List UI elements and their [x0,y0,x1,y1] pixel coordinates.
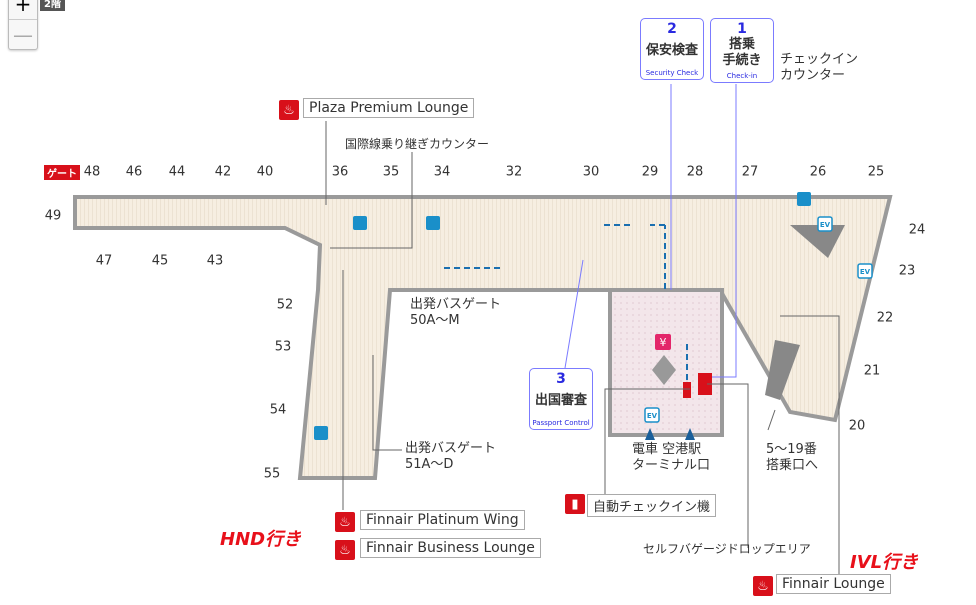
step-number: 3 [556,371,566,387]
diamond-block [652,355,676,385]
gate-label[interactable]: 52 [276,297,294,313]
step-number: 2 [667,21,677,37]
kiosk-area [683,382,691,398]
elevator-icons [644,216,873,423]
zoom-in-button[interactable]: + [9,0,37,20]
concourse-floor [73,195,893,480]
gate-label[interactable]: 25 [867,164,885,180]
lounge-icon: ♨ [753,576,773,596]
step-subtitle: Check-in [726,72,758,80]
finnair-platinum-wing-label[interactable]: Finnair Platinum Wing [360,510,525,530]
gate-label[interactable]: 23 [898,263,916,279]
gate-label[interactable]: 54 [269,402,287,418]
gate-label[interactable]: 32 [505,164,523,180]
checkin-counter-label: チェックイン カウンター [780,52,859,83]
gate-label[interactable]: 34 [433,164,451,180]
currency-exchange-icon [655,334,671,350]
svg-text:EV: EV [820,221,831,229]
gate-label[interactable]: 27 [741,164,759,180]
bus-gate-51-label: 出発バスゲート 51A〜D [405,441,497,472]
gate-label[interactable]: 43 [206,253,224,269]
lounge-icon: ♨ [335,512,355,532]
step-security-check[interactable]: 2 保安検査 Security Check [640,18,704,80]
svg-text:EV: EV [860,268,871,276]
plaza-premium-lounge-label[interactable]: Plaza Premium Lounge [303,98,475,118]
zoom-control: + — [8,0,38,50]
floor-badge[interactable]: 2階 [40,0,65,11]
baggage-drop-area [698,373,712,395]
entrance-arrows [645,428,695,440]
gate-label[interactable]: 26 [809,164,827,180]
gate-label[interactable]: 53 [274,339,292,355]
svg-text:¥: ¥ [660,336,667,349]
callout-lines [325,121,840,574]
gate-label[interactable]: 48 [83,164,101,180]
gate-label[interactable]: 45 [151,253,169,269]
station-hall [608,288,724,437]
gate-label[interactable]: 20 [848,418,866,434]
step-subtitle: Passport Control [532,419,590,427]
stair-ramp [765,340,800,400]
step-passport-control[interactable]: 3 出国審査 Passport Control [529,368,593,430]
step-title: 保安検査 [645,43,698,58]
gate-label[interactable]: 55 [263,466,281,482]
gate-label[interactable]: 30 [582,164,600,180]
gate-label[interactable]: 49 [44,208,62,224]
gate-tag: ゲート [44,165,80,180]
transfer-counter-label: 国際線乗り継ぎカウンター [345,137,490,151]
gate-label[interactable]: 22 [876,310,894,326]
bus-gate-50-label: 出発バスゲート 50A〜M [410,297,502,328]
lounge-icon: ♨ [335,540,355,560]
gate-label[interactable]: 28 [686,164,704,180]
gate-label[interactable]: 40 [256,164,274,180]
finnair-business-lounge-label[interactable]: Finnair Business Lounge [360,538,541,558]
svg-text:EV: EV [647,412,658,420]
hnd-annotation: HND行き [220,529,302,550]
station-entrance-label: 電車 空港駅 ターミナル口 [632,442,711,473]
step-subtitle: Security Check [645,69,699,77]
gate-label[interactable]: 47 [95,253,113,269]
route-arrows [440,224,688,380]
gate-label[interactable]: 44 [168,164,186,180]
zoom-out-button[interactable]: — [13,23,33,47]
gate-label[interactable]: 21 [863,363,881,379]
gate-label[interactable]: 24 [908,222,926,238]
step-leaders [564,84,737,378]
gates-5-19-label: 5〜19番 搭乗口へ [766,442,819,473]
finnair-lounge-label[interactable]: Finnair Lounge [776,574,891,594]
gate-label[interactable]: 36 [331,164,349,180]
kiosk-icon: ▮ [565,494,585,514]
escalator-block [790,225,845,258]
toilet-icons [314,192,811,440]
gate-label[interactable]: 42 [214,164,232,180]
gate-label[interactable]: 35 [382,164,400,180]
gate-label[interactable]: 29 [641,164,659,180]
kiosk-label[interactable]: 自動チェックイン機 [587,494,717,517]
step-title: 搭乗 手続き [722,37,762,68]
lounge-icon: ♨ [279,100,299,120]
baggage-drop-label: セルフバゲージドロップエリア [643,542,811,556]
step-number: 1 [737,21,747,37]
step-check-in[interactable]: 1 搭乗 手続き Check-in [710,18,774,83]
step-title: 出国審査 [534,393,587,408]
gate-label[interactable]: 46 [125,164,143,180]
ivl-annotation: IVL行き [850,552,919,573]
